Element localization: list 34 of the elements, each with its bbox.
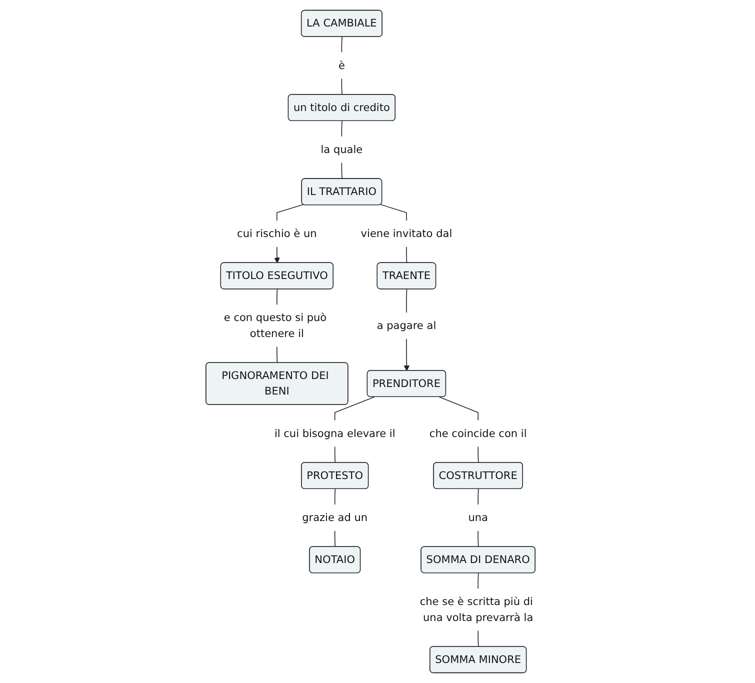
connector <box>276 346 278 364</box>
node-text: una <box>468 511 488 524</box>
concept-map: LA CAMBIALE è un titolo di credito la quale IL TRATTARIO cui rischio è un TITOLO ESEGUTIVO e con questo si può ottenere il PIGNORAMENTO DEI BENI viene invitato dal TRAENTE a pagare al PRENDITORE il cui bisogna elevare il PROTESTO grazie ad un NOTAIO che coincide con il COSTRUTTORE una SOMMA DI DENARO che se è scritta più di una volta prevarrà la SOMMA MINORE <box>5 5 750 678</box>
node-text: la quale <box>320 143 363 156</box>
node-text: il cui bisogna elevare il <box>274 426 396 440</box>
connector <box>380 204 407 221</box>
connector <box>334 446 336 464</box>
node-text: che coincide con il <box>429 426 527 440</box>
connector <box>478 488 479 505</box>
node-text: che se è scritta più di una volta prevarrà la <box>420 595 534 624</box>
connector <box>334 530 336 548</box>
connector <box>341 78 342 96</box>
connector <box>334 488 336 505</box>
arrow <box>404 338 410 371</box>
node-text: a pagare al <box>376 319 436 332</box>
connector <box>478 572 479 589</box>
connector <box>478 630 479 648</box>
connector <box>276 204 304 221</box>
connector <box>341 120 342 137</box>
node-text: è <box>338 58 345 72</box>
connector <box>406 288 408 313</box>
connector <box>438 396 478 421</box>
connector <box>276 288 278 306</box>
connector <box>478 530 479 548</box>
node-text: cui rischio è un <box>237 227 317 240</box>
connector <box>406 246 408 264</box>
connector <box>341 36 342 53</box>
connector <box>334 396 375 421</box>
arrow <box>274 246 280 264</box>
connector <box>341 162 342 180</box>
node-text: e con questo si può ottenere il <box>224 311 327 340</box>
node-text: viene invitato dal <box>360 227 452 240</box>
node-text: grazie ad un <box>302 511 368 524</box>
connector <box>478 446 479 464</box>
